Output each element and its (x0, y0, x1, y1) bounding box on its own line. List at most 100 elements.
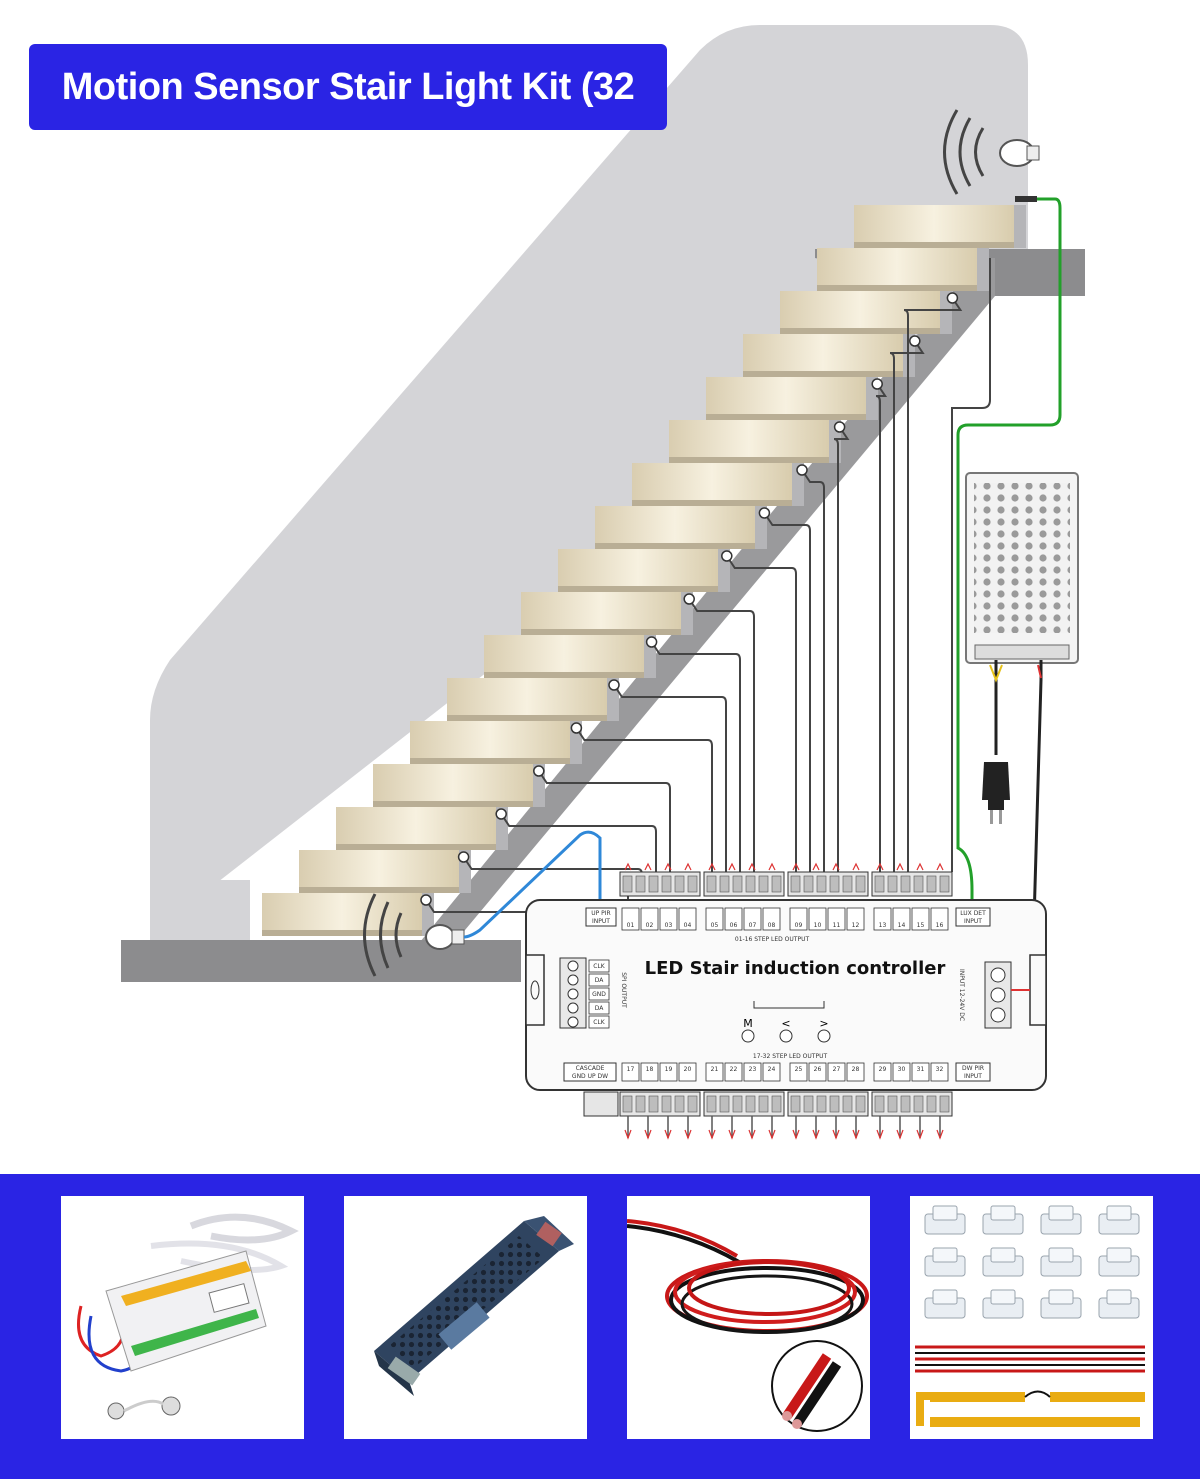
channel-label: 25 (795, 1066, 803, 1073)
page-title: Motion Sensor Stair Light Kit (32 Steps) (29, 44, 667, 194)
up-pir-label: UP PIR (591, 910, 610, 917)
cascade-terminal (583, 1091, 619, 1117)
controller-label: LED Stair induction controller (644, 958, 946, 979)
next-button-label: > (819, 1017, 828, 1030)
channel-label: 24 (768, 1066, 776, 1073)
stair-step (447, 678, 607, 721)
stair-step (299, 850, 459, 893)
step-led-connector (683, 593, 695, 605)
terminal-block (871, 871, 953, 897)
channel-label: 29 (879, 1066, 887, 1073)
stair-step (632, 463, 792, 506)
step-led-connector (721, 550, 733, 562)
channel-label: 04 (684, 922, 692, 929)
channel-label: 17 (627, 1066, 635, 1073)
svg-text:INPUT: INPUT (964, 918, 982, 925)
svg-text:GND UP DW: GND UP DW (572, 1073, 608, 1080)
channel-label: 16 (936, 922, 944, 929)
stair-step (595, 506, 755, 549)
lux-sensor-wire (956, 197, 1062, 905)
channel-label: 27 (833, 1066, 841, 1073)
prev-button[interactable] (779, 1029, 793, 1043)
spi-pin-label: CLK (593, 1019, 606, 1026)
stair-step (410, 721, 570, 764)
channel-label: 11 (833, 922, 841, 929)
spi-pin-label: DA (595, 1005, 605, 1012)
bottom-sensor-wire (463, 830, 602, 939)
step-led-connector (833, 421, 846, 433)
cascade-label: CASCADE (576, 1065, 605, 1072)
bottom-motion-sensor (363, 893, 465, 977)
spi-pin-label: DA (595, 977, 605, 984)
channel-label: 02 (646, 922, 654, 929)
stair-step (373, 764, 533, 807)
svg-text:INPUT: INPUT (592, 918, 610, 925)
channel-label: 18 (646, 1066, 654, 1073)
spi-output-label: SPI OUTPUT (620, 972, 627, 1008)
product-card-power-supply (344, 1196, 587, 1439)
product-card-controller-kit (61, 1196, 304, 1439)
terminal-block (871, 1091, 953, 1117)
bottom-output-label: 17-32 STEP LED OUTPUT (753, 1053, 828, 1060)
channel-label: 07 (749, 922, 757, 929)
wire-reel-image (627, 1219, 869, 1432)
channel-label: 30 (898, 1066, 906, 1073)
step-led-connector (758, 507, 771, 519)
channel-label: 26 (814, 1066, 822, 1073)
top-output-label: 01-16 STEP LED OUTPUT (735, 936, 810, 943)
prev-button-label: < (781, 1017, 790, 1030)
terminal-block (619, 871, 701, 897)
channel-label: 15 (917, 922, 925, 929)
spi-pin-label: GND (592, 991, 606, 998)
stair-step (854, 205, 1014, 248)
channel-label: 22 (730, 1066, 738, 1073)
stair-step (780, 291, 940, 334)
channel-label: 01 (627, 922, 635, 929)
channel-label: 05 (711, 922, 719, 929)
spi-pin-label: CLK (593, 963, 606, 970)
stair-stringer (420, 258, 995, 942)
stair-step (817, 248, 977, 291)
channel-label: 28 (852, 1066, 860, 1073)
terminal-block (787, 1091, 869, 1117)
wall (150, 25, 1028, 935)
step-led-connector (570, 722, 583, 734)
step-led-connector (645, 636, 658, 648)
stair-step (706, 377, 866, 420)
power-input-label: INPUT 12-24V DC (958, 969, 965, 1021)
mode-button-label: M (743, 1017, 753, 1030)
step-led-connector (871, 378, 883, 390)
step-led-connector (457, 851, 470, 863)
channel-label: 12 (852, 922, 860, 929)
power-supply-unit (965, 472, 1079, 991)
stair-step (521, 592, 681, 635)
step-led-connector (796, 464, 808, 476)
product-card-wire (627, 1196, 870, 1439)
channel-label: 32 (936, 1066, 944, 1073)
channel-label: 14 (898, 922, 906, 929)
stair-step (743, 334, 903, 377)
svg-text:INPUT: INPUT (964, 1073, 982, 1080)
step-led-connector (608, 679, 620, 691)
step-led-connector (420, 894, 432, 906)
top-motion-sensor (943, 109, 1040, 202)
power-supply-image (374, 1216, 574, 1396)
stair-step (669, 420, 829, 463)
next-button[interactable] (817, 1029, 831, 1043)
channel-label: 31 (917, 1066, 925, 1073)
lux-det-label: LUX DET (960, 910, 986, 917)
step-led-connector (495, 808, 507, 820)
channel-label: 13 (879, 922, 887, 929)
step-led-connector (533, 765, 545, 777)
stair-controller: UP PIR INPUT LUX DET INPUT 01-16 STEP LE… (525, 899, 1047, 1091)
channel-label: 21 (711, 1066, 719, 1073)
terminal-block (619, 1091, 701, 1117)
stair-step (262, 893, 422, 936)
channel-label: 23 (749, 1066, 757, 1073)
step-led-connector (946, 292, 959, 304)
product-card-connectors (910, 1196, 1153, 1439)
mode-button[interactable] (741, 1029, 755, 1043)
channel-label: 03 (665, 922, 673, 929)
floor (121, 940, 521, 982)
ac-plug-icon (982, 762, 1010, 824)
